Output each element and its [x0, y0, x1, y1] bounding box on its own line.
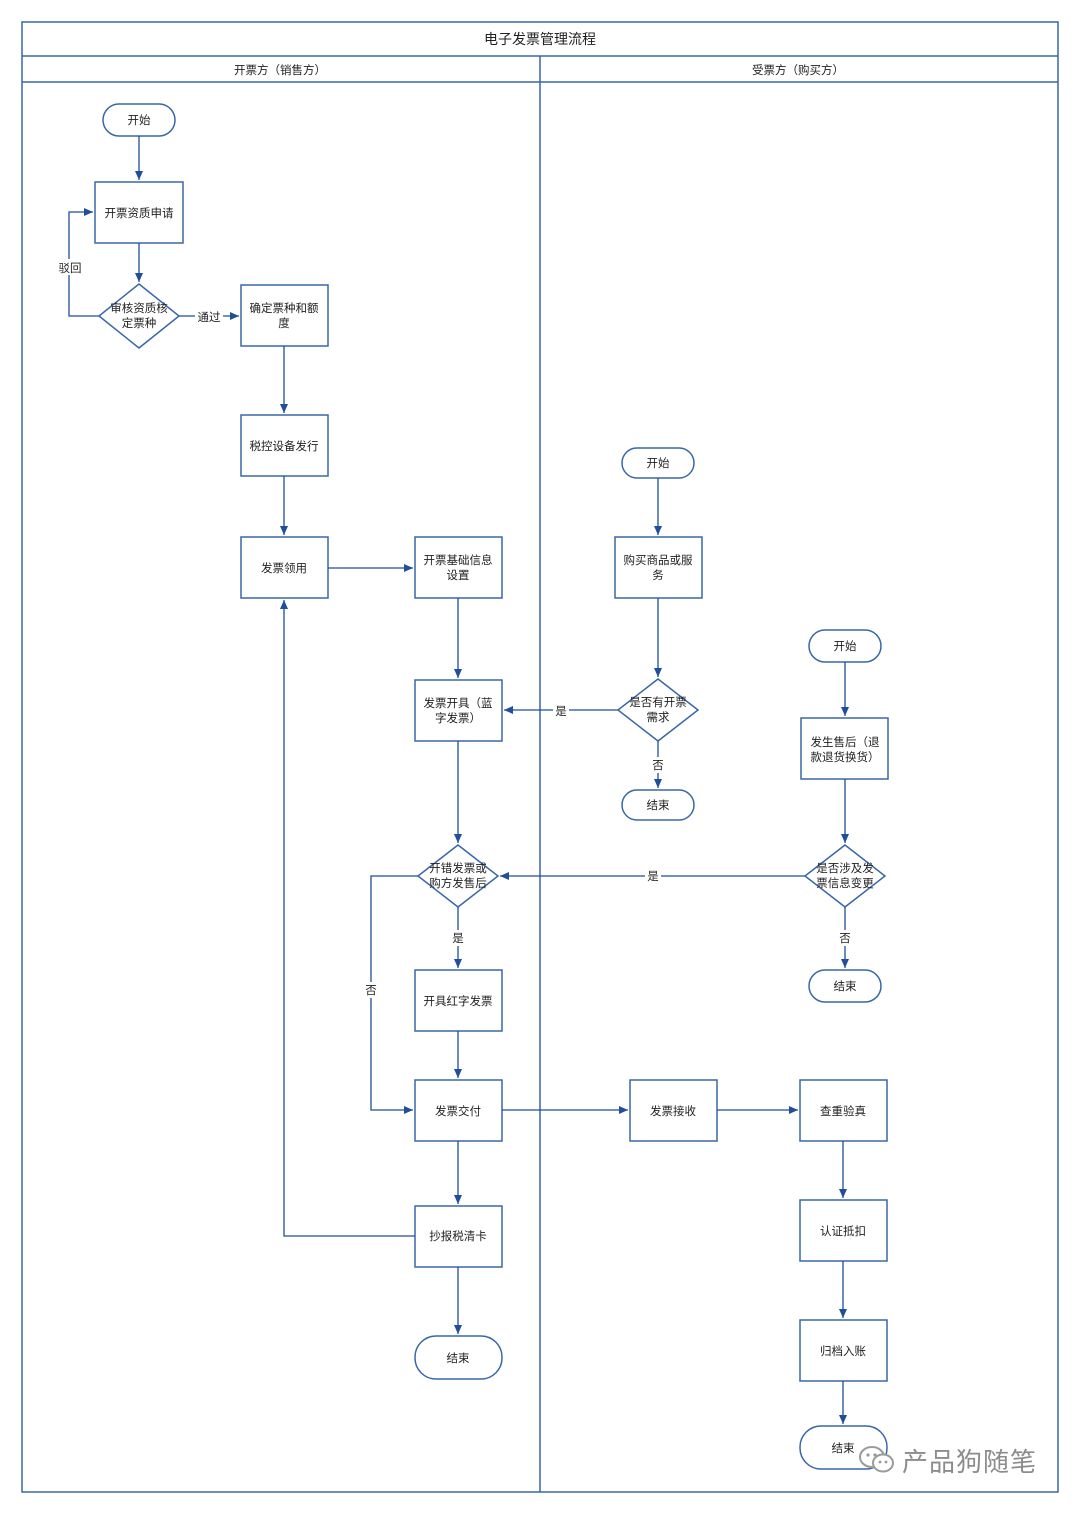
- edge-label-pass: 通过: [198, 310, 221, 324]
- buy-goods-label-1: 购买商品或服: [624, 553, 693, 567]
- end-seller-terminal: [414, 1335, 503, 1380]
- change-label-2: 票信息变更: [816, 876, 874, 890]
- verify-label: 查重验真: [820, 1104, 866, 1118]
- need-invoice-label-1: 是否有开票: [629, 695, 687, 709]
- buy-goods-box: [614, 536, 703, 599]
- deduct-label: 认证抵扣: [820, 1224, 866, 1238]
- error-label-1: 开错发票或: [429, 861, 487, 875]
- end-buyer1-terminal: [621, 789, 695, 821]
- diagram-title: 电子发票管理流程: [484, 32, 596, 48]
- start-buyer1-label: 开始: [647, 456, 670, 470]
- after-sale-label-1: 发生售后（退: [811, 735, 880, 749]
- edge-label-no-need: 否: [652, 758, 664, 772]
- start-seller-label: 开始: [128, 113, 151, 127]
- end-buyer1-label: 结束: [647, 798, 670, 812]
- edge-label-reject: 驳回: [59, 261, 82, 275]
- after-sale-label-2: 款退货换货）: [811, 750, 880, 764]
- tax-device-label: 税控设备发行: [250, 439, 319, 453]
- archive-box: [799, 1319, 888, 1382]
- change-label-1: 是否涉及发: [816, 861, 874, 875]
- lane-title-seller: 开票方（销售方）: [234, 63, 326, 77]
- end-buyer2-terminal: [808, 969, 882, 1003]
- wechat-icon: [859, 1446, 894, 1473]
- qualification-apply-box: [94, 181, 184, 244]
- invoice-collect-box: [240, 536, 329, 599]
- review-label-1: 审核资质核: [110, 301, 168, 315]
- confirm-label-1: 确定票种和额: [250, 301, 319, 315]
- edge-copy-collect: [280, 600, 415, 1237]
- basic-info-box: [414, 536, 503, 599]
- issue-blue-box: [414, 679, 503, 742]
- edge-label-yes-change: 是: [647, 869, 659, 883]
- issue-red-box: [414, 969, 503, 1032]
- buy-goods-label-2: 务: [652, 568, 664, 582]
- review-label-2: 定票种: [122, 316, 157, 330]
- confirm-label-2: 度: [278, 316, 290, 330]
- watermark-text: 产品狗随笔: [902, 1447, 1038, 1478]
- qualification-apply-label: 开票资质申请: [105, 206, 174, 220]
- need-invoice-label-2: 需求: [647, 710, 670, 724]
- archive-label: 归档入账: [820, 1344, 866, 1358]
- delivery-box: [414, 1079, 503, 1142]
- copy-tax-label: 抄报税清卡: [429, 1229, 487, 1243]
- end-buyer3-terminal: [799, 1425, 888, 1470]
- lane-title-buyer: 受票方（购买方）: [752, 63, 844, 77]
- review-decision: [97, 283, 181, 349]
- error-label-2: 购方发售后: [429, 876, 487, 890]
- after-sale-box: [800, 717, 889, 780]
- end-buyer3-label: 结束: [832, 1441, 855, 1455]
- basic-info-label-1: 开票基础信息: [424, 553, 493, 567]
- end-buyer2-label: 结束: [834, 979, 857, 993]
- confirm-type-box: [240, 284, 329, 347]
- issue-blue-label-1: 发票开具（蓝: [424, 696, 493, 710]
- watermark: 产品狗随笔: [858, 1440, 1058, 1480]
- edge-label-no-change: 否: [839, 931, 851, 945]
- edge-label-no-error: 否: [365, 983, 377, 997]
- start-buyer2-label: 开始: [834, 639, 857, 653]
- end-seller-label: 结束: [447, 1351, 470, 1365]
- invoice-collect-label: 发票领用: [261, 561, 307, 575]
- edge-label-yes-error: 是: [452, 931, 464, 945]
- issue-blue-label-2: 字发票）: [435, 711, 481, 725]
- basic-info-label-2: 设置: [447, 568, 470, 582]
- edge-label-yes-need: 是: [555, 704, 567, 718]
- verify-box: [799, 1079, 888, 1142]
- receive-label: 发票接收: [650, 1104, 696, 1118]
- delivery-label: 发票交付: [435, 1104, 481, 1118]
- issue-red-label: 开具红字发票: [424, 994, 493, 1008]
